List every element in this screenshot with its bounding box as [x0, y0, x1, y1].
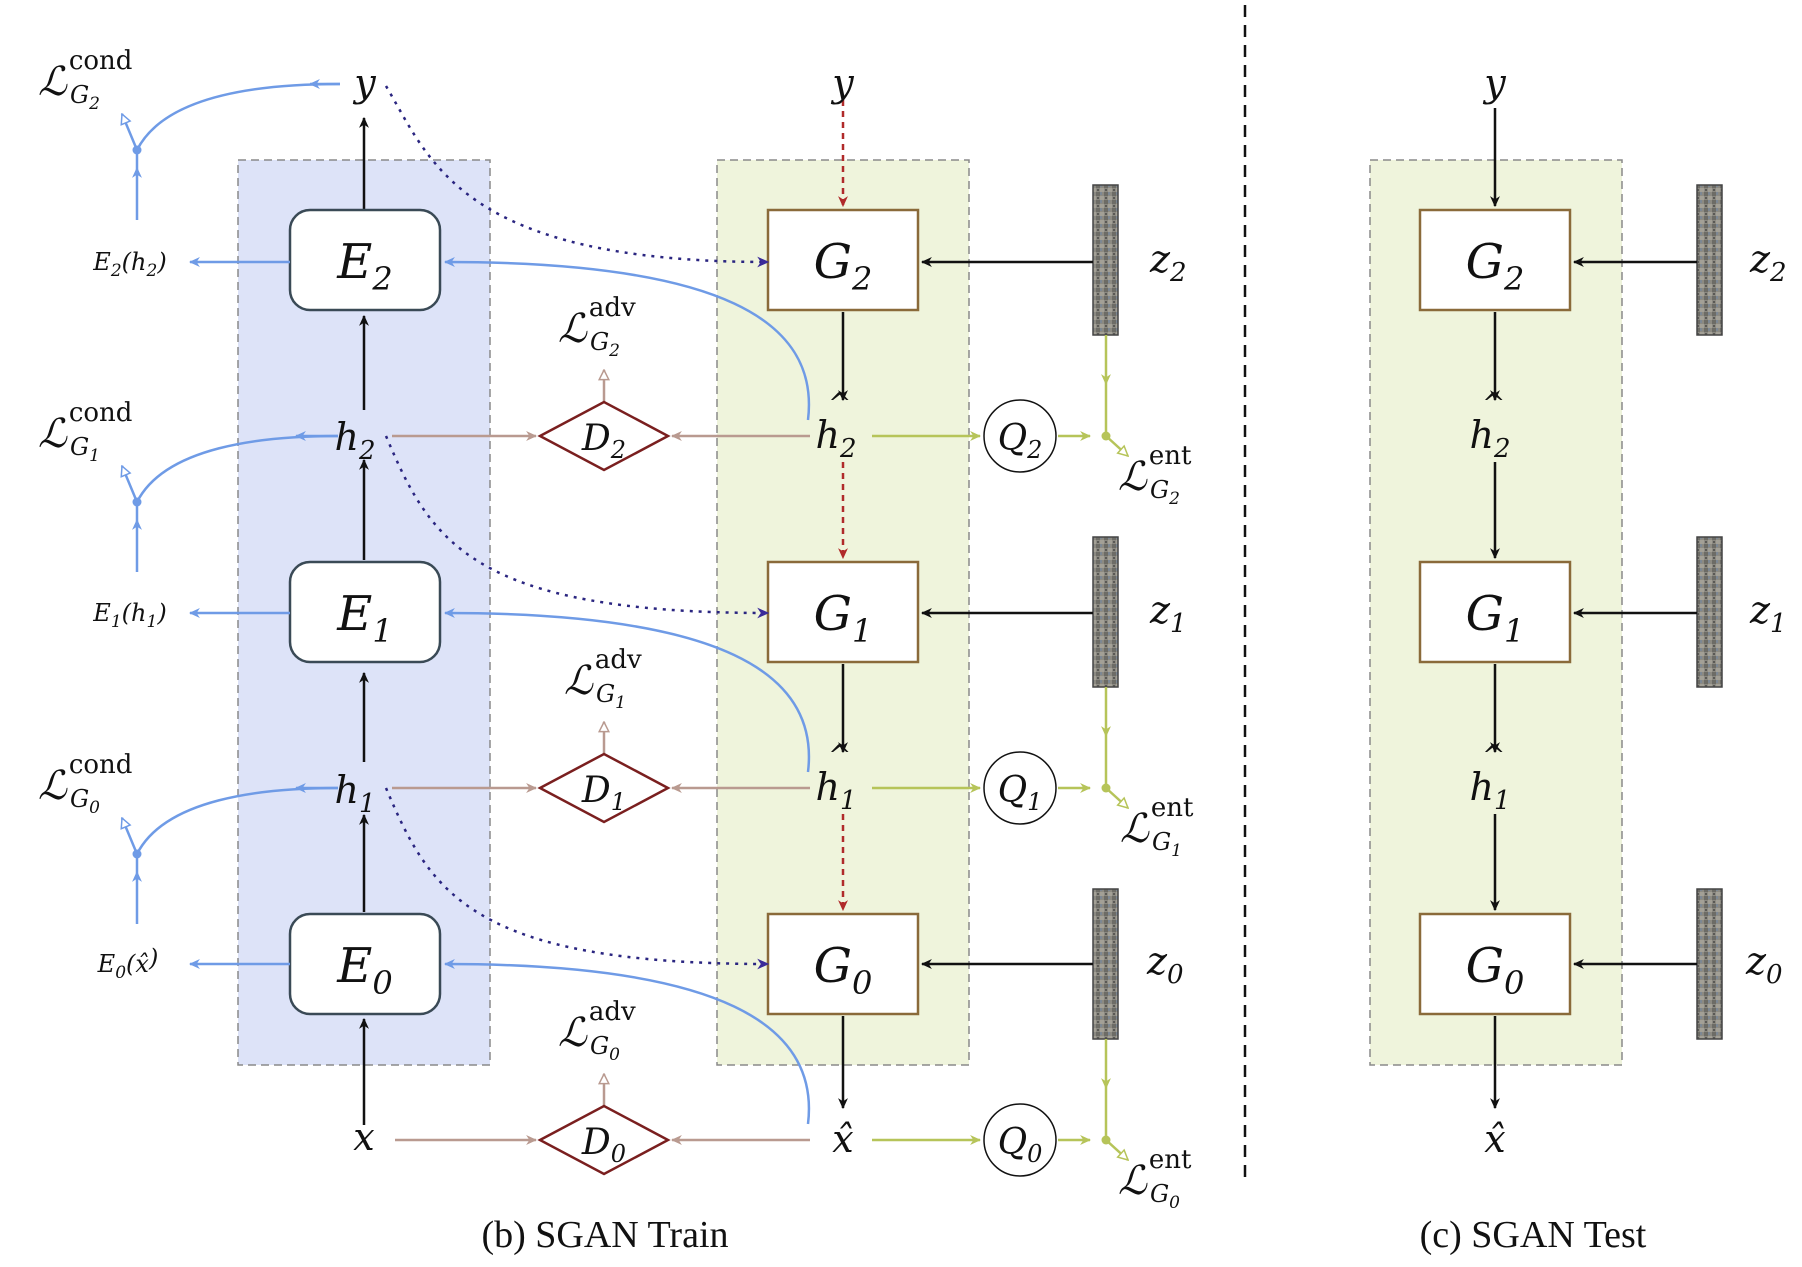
loss-adv-g1-sub: G1 — [596, 680, 626, 713]
svg-text:Q1: Q1 — [998, 770, 1043, 816]
noise-to-generator-arrows — [920, 257, 1093, 969]
loss-ent-g2: ℒent — [1118, 441, 1192, 500]
caption-test: (c) SGAN Test — [1420, 1214, 1647, 1256]
reconstruction-curves — [443, 257, 811, 1125]
generator-g2: G2 — [766, 208, 920, 312]
loss-adv-g0: ℒadv — [558, 997, 636, 1056]
svg-text:G2: G2 — [814, 234, 873, 298]
label-z0: z0 — [1146, 939, 1184, 990]
loss-adv-g0-sub: G0 — [590, 1032, 620, 1065]
loss-adv-g2-sub: G2 — [590, 328, 620, 361]
test-label-x-hat: x̂ — [1484, 1117, 1505, 1161]
noise-vectors-train — [1092, 184, 1119, 1040]
test-label-h2-hat: h2 — [1469, 413, 1510, 464]
svg-text:D1: D1 — [581, 770, 626, 816]
label-h2-hat: h2 — [815, 413, 856, 464]
caption-train: (b) SGAN Train — [481, 1214, 728, 1256]
loss-cond-g1-sub: G1 — [70, 433, 100, 466]
skip-dotted-curves — [384, 85, 770, 970]
encoder-e1: E1 — [288, 560, 442, 664]
loss-cond-g1: ℒcond — [38, 398, 132, 457]
q-network-q0: Q0 — [983, 1103, 1057, 1177]
label-x-hat: x̂ — [832, 1117, 853, 1161]
svg-text:E0: E0 — [336, 938, 392, 1002]
q-network-q2: Q2 — [983, 399, 1057, 473]
label-h2: h2 — [334, 415, 375, 466]
loss-cond-g0: ℒcond — [38, 750, 132, 809]
encoder-e0: E0 — [288, 912, 442, 1016]
loss-ent-g1-sub: G1 — [1152, 828, 1182, 861]
test-generator-g2: G2 — [1418, 208, 1572, 312]
encoder-output-e2: E2(h2) — [92, 248, 166, 281]
test-label-h1-hat: h1 — [1469, 765, 1510, 816]
loss-adv-g1: ℒadv — [564, 645, 642, 704]
cond-loss-branches — [122, 79, 341, 924]
generator-g0: G0 — [766, 912, 920, 1016]
discriminator-d1: D1 — [537, 752, 671, 824]
test-label-z1: z1 — [1749, 588, 1787, 639]
test-hat-h1: ^ — [1482, 739, 1505, 772]
label-x: x — [353, 1115, 374, 1159]
cond-branch-dots — [132, 145, 142, 859]
q-network-q1: Q1 — [983, 751, 1057, 825]
test-label-z2: z2 — [1749, 237, 1787, 288]
svg-text:G0: G0 — [814, 938, 873, 1002]
adversarial-arrows — [392, 370, 810, 1145]
noise-vectors-test — [1696, 184, 1723, 1040]
label-y-train-left: y — [352, 61, 376, 105]
label-y-train-right: y — [830, 61, 854, 105]
loss-adv-g2: ℒadv — [558, 293, 636, 352]
svg-text:E1: E1 — [336, 586, 392, 650]
test-generator-g1: G1 — [1418, 560, 1572, 664]
label-h1-hat: h1 — [815, 765, 856, 816]
entropy-branch-dots — [1101, 431, 1111, 1145]
encoder-output-e1: E1(h1) — [92, 599, 166, 632]
encoder-e2: E2 — [288, 208, 442, 312]
svg-text:E2: E2 — [336, 234, 392, 298]
discriminator-d2: D2 — [537, 400, 671, 472]
entropy-arrows — [872, 335, 1128, 1160]
loss-ent-g0-sub: G0 — [1150, 1180, 1180, 1213]
svg-text:Q0: Q0 — [998, 1122, 1043, 1168]
loss-cond-g2-sub: G2 — [70, 81, 100, 114]
encoder-output-e0: E0(x̂) — [97, 944, 159, 983]
label-z2: z2 — [1149, 237, 1187, 288]
test-label-z0: z0 — [1745, 939, 1783, 990]
loss-ent-g1: ℒent — [1120, 793, 1194, 852]
svg-text:D0: D0 — [581, 1122, 626, 1168]
generator-g1: G1 — [766, 560, 920, 664]
label-y-test: y — [1482, 61, 1506, 105]
discriminator-d0: D0 — [537, 1104, 671, 1176]
loss-cond-g0-sub: G0 — [70, 785, 100, 818]
svg-text:G1: G1 — [814, 586, 873, 650]
label-z1: z1 — [1149, 588, 1187, 639]
svg-text:G2: G2 — [1466, 234, 1525, 298]
loss-cond-g2: ℒcond — [38, 46, 132, 105]
test-generator-g0: G0 — [1418, 912, 1572, 1016]
test-noise-arrows — [1572, 257, 1697, 969]
test-hat-h2: ^ — [1482, 387, 1505, 420]
encoder-output-arrows — [188, 257, 290, 969]
svg-text:G0: G0 — [1466, 938, 1525, 1002]
svg-text:D2: D2 — [581, 418, 626, 464]
hat-h2: ^ — [828, 387, 851, 420]
hat-h1: ^ — [828, 739, 851, 772]
loss-ent-g0: ℒent — [1118, 1145, 1192, 1204]
svg-text:Q2: Q2 — [998, 418, 1043, 464]
loss-ent-g2-sub: G2 — [1150, 476, 1180, 509]
label-h1: h1 — [334, 768, 375, 819]
svg-text:G1: G1 — [1466, 586, 1525, 650]
